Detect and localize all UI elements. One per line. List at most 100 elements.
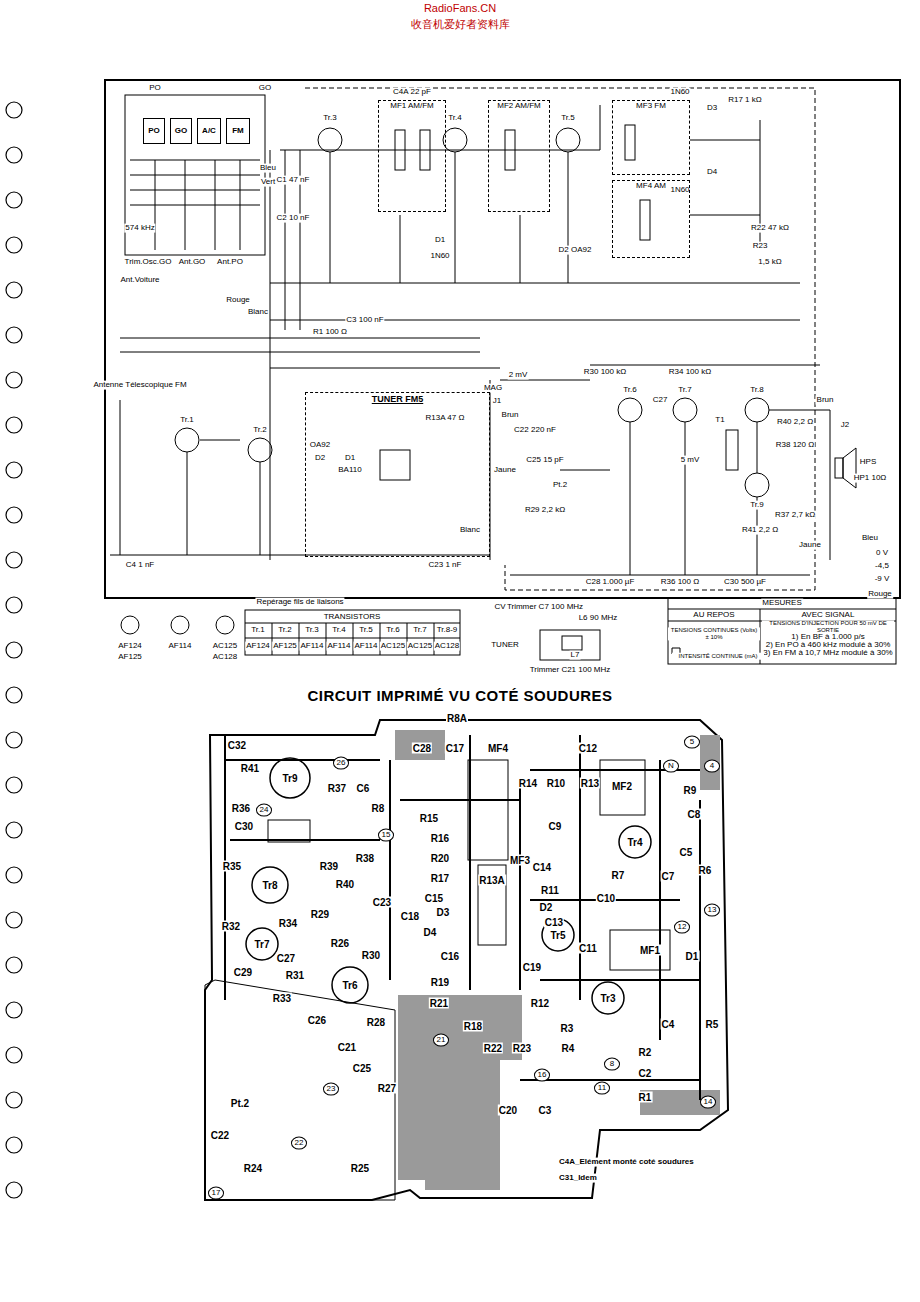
part-label: C8 (687, 809, 702, 820)
part-label: D1 (344, 454, 356, 463)
part-label: R8 (371, 803, 386, 814)
if-transformer-box: MF4 AM (612, 180, 690, 258)
part-label: R26 (330, 938, 350, 949)
measure-note: MESURES (761, 599, 803, 608)
measure-note: AU REPOS (692, 611, 735, 620)
part-label: C27 (652, 396, 669, 405)
table-cell: Tr.8-9 (436, 626, 459, 635)
part-label: Antenne Télescopique FM (92, 381, 187, 390)
part-label: L7 (570, 651, 581, 660)
part-label: Pt.2 (230, 1098, 250, 1109)
part-label: R38 (355, 853, 375, 864)
table-cell: Tr.4 (331, 626, 346, 635)
part-label: R1 100 Ω (312, 328, 348, 337)
part-label: MF2 (611, 781, 633, 792)
measure-note: AVEC SIGNAL (801, 611, 856, 620)
part-label: C15 (424, 893, 444, 904)
part-label: 5 mV (680, 456, 701, 465)
switch-key: FM (226, 118, 250, 144)
part-label: D2 (314, 454, 326, 463)
part-label: R23 (752, 242, 769, 251)
box-label: FM (231, 127, 245, 136)
part-label: Tr6 (341, 980, 358, 991)
part-label: C30 500 µF (723, 578, 767, 587)
part-label: C29 (233, 967, 253, 978)
part-label: Vert (260, 178, 276, 187)
part-label: R30 (361, 950, 381, 961)
part-label: R17 (430, 873, 450, 884)
part-label: R4 (561, 1043, 576, 1054)
part-label: R21 (429, 998, 449, 1009)
part-label: MF4 (487, 743, 509, 754)
part-label: C9 (548, 821, 563, 832)
part-label: R38 120 Ω (775, 441, 815, 450)
part-label: C3 100 nF (345, 316, 384, 325)
binding-holes (6, 102, 22, 1198)
table-cell: Tr.3 (304, 626, 319, 635)
part-label: D4 (706, 168, 718, 177)
part-label: Blanc (459, 526, 481, 535)
part-label: 1N60 (429, 252, 450, 261)
part-label: D3 (706, 104, 718, 113)
part-label: Jaune (493, 466, 517, 475)
part-label: R13A 47 Ω (425, 414, 466, 423)
part-label: C4A 22 pF (392, 88, 432, 97)
box-label: PO (147, 127, 161, 136)
part-label: C25 15 pF (525, 456, 564, 465)
part-label: PO (148, 84, 162, 93)
part-label: C22 220 nF (513, 426, 557, 435)
part-label: C4 1 nF (125, 561, 155, 570)
table-grid (121, 598, 896, 664)
part-label: Brun (816, 396, 835, 405)
table-cell: AC125 (380, 642, 406, 651)
part-label: HP1 10Ω (853, 474, 888, 483)
part-label: R3 (560, 1023, 575, 1034)
part-label: R18 (463, 1021, 483, 1032)
part-label: AC128 (212, 653, 238, 662)
part-label: R29 2,2 kΩ (524, 506, 566, 515)
box-label: MF3 FM (635, 102, 667, 111)
part-label: T1 (714, 416, 725, 425)
part-label: AF114 (168, 642, 193, 651)
part-label: R10 (546, 778, 566, 789)
note: C31_Idem (558, 1174, 598, 1183)
part-label: R19 (430, 977, 450, 988)
box-label: A/C (201, 127, 217, 136)
part-label: C2 (638, 1068, 653, 1079)
part-label: C17 (445, 743, 465, 754)
part-label: C7 (661, 871, 676, 882)
part-label: R23 (512, 1043, 532, 1054)
part-label: Tr.9 (749, 501, 764, 510)
measure-note: TENSIONS CONTINUES (Volts) ± 10% (668, 627, 760, 640)
part-label: C30 (234, 821, 254, 832)
part-label: Trimmer C7 100 MHz (506, 603, 584, 612)
part-label: R1 (638, 1092, 653, 1103)
part-label: Repérage fils de liaisons (255, 598, 344, 607)
schematic-wiring (105, 80, 900, 598)
callout-number: 4 (704, 760, 720, 773)
part-label: Tr.2 (252, 426, 267, 435)
part-label: Trimmer C21 100 MHz (529, 666, 612, 675)
part-label: R14 (518, 778, 538, 789)
part-label: 0 V (875, 549, 889, 558)
part-label: 574 kHz (124, 224, 155, 233)
table-cell: Tr.1 (250, 626, 265, 635)
callout-number: 22 (291, 1137, 307, 1150)
if-transformer-box: MF1 AM/FM (378, 100, 446, 212)
part-label: GO (258, 84, 272, 93)
part-label: R34 (278, 918, 298, 929)
part-label: Bleu (861, 534, 879, 543)
table-cell: AC128 (434, 642, 460, 651)
part-label: C28 (412, 743, 432, 754)
part-label: C22 (210, 1130, 230, 1141)
part-label: R40 (335, 879, 355, 890)
part-label: Bleu (259, 164, 277, 173)
part-label: Tr8 (261, 880, 278, 891)
part-label: R11 (540, 885, 560, 896)
part-label: L6 90 MHz (578, 614, 619, 623)
table-cell: AF124 (245, 642, 271, 651)
part-label: R20 (430, 853, 450, 864)
switch-key: PO (143, 118, 165, 144)
part-label: TUNER (490, 641, 520, 650)
